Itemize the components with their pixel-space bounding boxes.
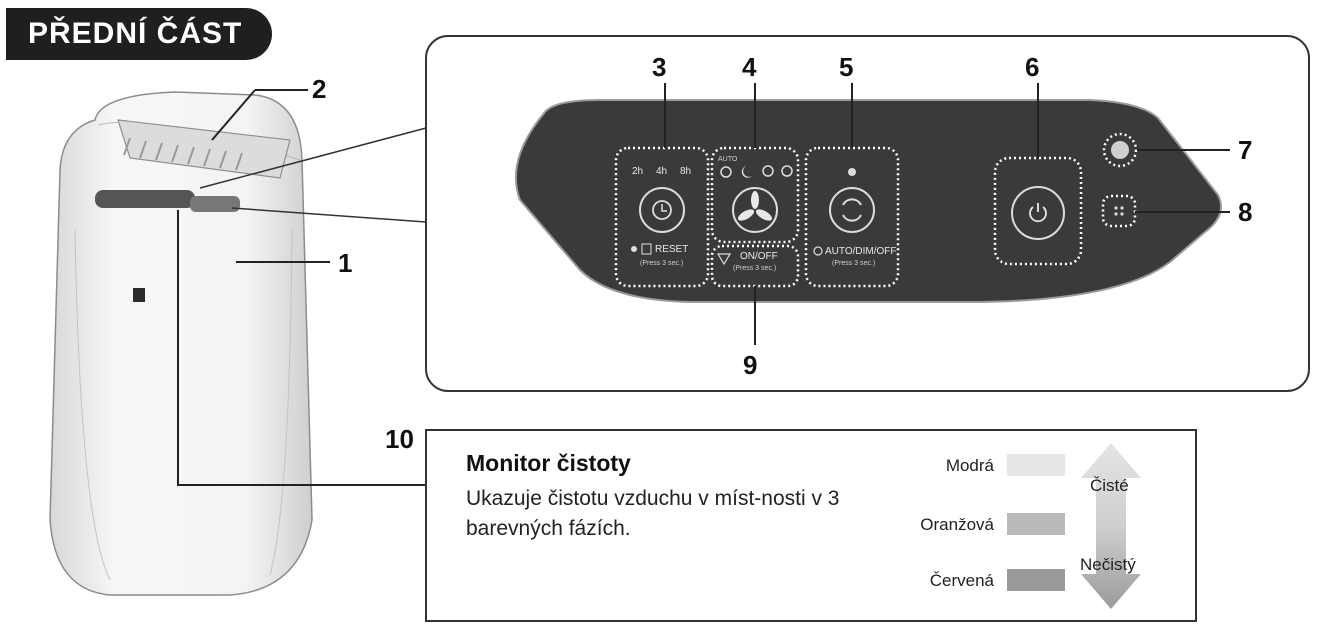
dirty-label: Nečistý	[1080, 555, 1136, 574]
reset-hint: (Press 3 sec.)	[640, 260, 684, 267]
light-mode-label: AUTO/DIM/OFF	[825, 246, 897, 257]
control-panel	[514, 99, 1222, 303]
zoom-connector	[199, 127, 427, 223]
callout-8: 8	[1238, 197, 1253, 227]
filter-icon	[641, 243, 652, 255]
max-fan-icon	[781, 165, 793, 177]
level-swatch-red	[1007, 569, 1065, 591]
timer-button-group[interactable]	[614, 146, 710, 288]
leader-lines	[177, 83, 1230, 486]
clean-label: Čisté	[1090, 476, 1129, 495]
callout-2: 2	[312, 74, 327, 104]
medium-fan-icon	[762, 165, 774, 177]
auto-mode-label: AUTO	[718, 156, 738, 163]
level-label-red: Červená	[929, 571, 994, 590]
callout-7: 7	[1238, 135, 1253, 165]
ion-onoff-label: ON/OFF	[740, 251, 778, 262]
cleanliness-arrow-icon	[1081, 443, 1141, 609]
light-button-group[interactable]	[804, 146, 900, 288]
callout-10: 10	[385, 424, 414, 454]
timer-option-4h: 4h	[656, 166, 668, 177]
brand-logo-icon	[133, 288, 145, 302]
night-mode-icon	[741, 166, 752, 178]
cleanliness-monitor-light	[1102, 132, 1138, 168]
light-mode-hint: (Press 3 sec.)	[832, 260, 876, 267]
purifier-device	[49, 91, 313, 596]
clock-icon	[652, 200, 672, 220]
callout-4: 4	[742, 52, 757, 82]
level-swatch-blue	[1007, 454, 1065, 476]
level-swatch-orange	[1007, 513, 1065, 535]
fan-icon	[737, 191, 773, 221]
monitor-box	[425, 429, 1197, 622]
ion-onoff-hint: (Press 3 sec.)	[733, 265, 777, 272]
callout-6: 6	[1025, 52, 1040, 82]
cycle-icon	[842, 198, 862, 222]
brightness-icon	[813, 246, 823, 256]
power-button[interactable]	[993, 156, 1083, 266]
timer-option-8h: 8h	[680, 166, 692, 177]
reset-label: RESET	[655, 244, 689, 255]
callout-5: 5	[839, 52, 854, 82]
ion-icon	[716, 253, 732, 266]
callout-9: 9	[743, 350, 758, 380]
monitor-title: Monitor čistoty	[466, 450, 631, 476]
callout-1: 1	[338, 248, 353, 278]
auto-mode-icon	[720, 166, 732, 178]
page-title: PŘEDNÍ ČÁST	[6, 8, 272, 60]
level-label-blue: Modrá	[945, 456, 994, 475]
timer-option-2h: 2h	[632, 166, 644, 177]
power-icon	[1029, 206, 1047, 223]
light-sensor-icon	[848, 168, 856, 176]
monitor-description: Ukazuje čistotu vzduchu v míst-nosti v 3…	[466, 487, 840, 540]
callout-3: 3	[652, 52, 667, 82]
level-label-orange: Oranžová	[920, 515, 994, 534]
